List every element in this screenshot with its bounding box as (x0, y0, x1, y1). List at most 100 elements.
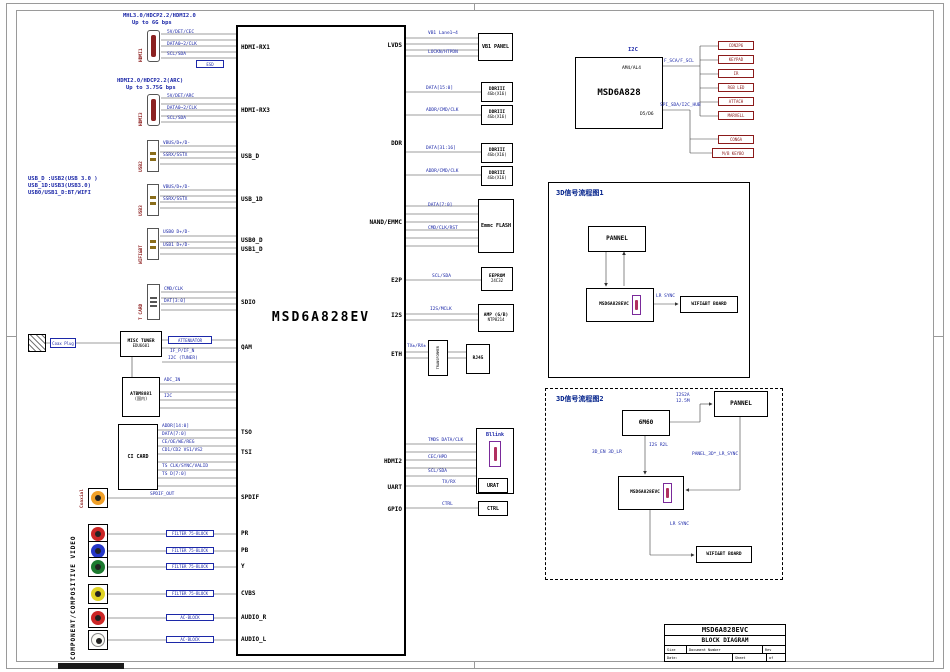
usb3-wire2: SSRX/SSTX (163, 197, 188, 202)
flow1-title: 3D信号流程图1 (556, 189, 604, 197)
usb-pin-icon (150, 245, 156, 249)
hdmi-plug-icon (634, 299, 638, 311)
port-audio-l: AUDIO_L (241, 636, 267, 643)
flow1-pannel-block: PANNEL (588, 226, 646, 252)
attenuator-box: ATTENUATOR (168, 336, 212, 344)
port-i2s: I2S (391, 312, 402, 319)
demod-sub: (国内) (134, 396, 148, 402)
bllink-name: Bllink (485, 432, 505, 438)
ci-wire5: TS CLK/SYNC/VALID (162, 464, 209, 469)
flow2-msd-block: MSD6A828EVC (618, 476, 684, 510)
ddr-wire1: DATA[15:0] (426, 86, 454, 91)
hdmi-out-icon (662, 483, 672, 503)
io-conn-block-2: KEYPAD (718, 55, 754, 64)
tuner-name: MISC TUNER (127, 338, 155, 344)
port-hdmi2: HDMI2 (383, 458, 402, 465)
tuner-wire1: IF_P/IF_N (170, 349, 195, 354)
ctrl-block: CTRL (478, 501, 508, 516)
io-pin1: AM4/AL4 (622, 66, 641, 71)
tuner-block: MISC TUNER EDU6601 (120, 331, 162, 357)
hdmi-plug-icon (493, 446, 497, 462)
demod-name: ATBM8881 (130, 391, 152, 397)
port-audio-r: AUDIO_R (241, 614, 267, 621)
usb-note1: USB_D :USB2(USB 3.0 ) (28, 176, 98, 182)
pb-filter-box: FILTER 75-BLOCK (166, 547, 214, 554)
e2p-wire: SCL/SDA (432, 274, 451, 279)
ddr-wire2: ADDR/CMD/CLK (426, 108, 459, 113)
hdmi-plug-icon (151, 35, 156, 57)
ddr-sub: 4Gb(X16) (487, 152, 507, 158)
flow1-wifi-name: WIFI&BT BOARD (691, 301, 727, 307)
io-conn-block-4: RGB LED (718, 83, 754, 92)
ddr-wire4: ADDR/CMD/CLK (426, 169, 459, 174)
io-wire1: F_SCA/F_SCL (664, 59, 694, 64)
flow1-msd-block: MSD6A828EVC (586, 288, 654, 322)
title-block-rev-label: Rev (765, 647, 772, 652)
hdmi1-esd-box: ESD (196, 60, 224, 68)
hdmi1-wire2: DATA0~2/CLK (167, 42, 197, 47)
audio-l-filter-box: AC-BLOCK (166, 636, 214, 643)
main-chip-outline (236, 25, 406, 656)
usb3-connector-label: USB3 (139, 205, 144, 216)
cvbs-filter-box: FILTER 75-BLOCK (166, 590, 214, 597)
lvds-wire2: LOCKN/HTPDN (428, 50, 458, 55)
rca-jack-y (88, 557, 108, 577)
io-mcu-name: MSD6A828 (597, 87, 641, 98)
i2c-label: I2C (628, 47, 638, 53)
sheet-border-inner (16, 10, 934, 662)
spdif-wire: SPDIF_OUT (150, 492, 175, 497)
jack-ring-icon (91, 544, 105, 558)
title-block-row3: Size Document Number Rev (665, 646, 785, 654)
io-wire2: SPI_SDA/I2C_HUB (660, 103, 701, 108)
hdmi2-wire1: TMDS DATA/CLK (428, 438, 464, 443)
uart-block: URAT (478, 478, 508, 493)
flow2-wifi-name: WIFI&BT BOARD (706, 551, 742, 557)
usb2-wire2: SSRX/SSTX (163, 153, 188, 158)
io-keyboard-block: M/B KEYBO (712, 148, 754, 158)
ci-wire1: ADDR[14:0] (162, 424, 190, 429)
port-hdmi-rx1: HDMI-RX1 (241, 44, 270, 51)
ddr-wire3: DATA[31:16] (426, 146, 456, 151)
amp-name: AMP (G/B) (483, 312, 509, 318)
ddr-name: DDRIII (488, 147, 506, 153)
eth-transformer-block: TRANSFORMER (428, 340, 448, 376)
eeprom-name: EEPROM (488, 273, 506, 279)
usb3-connector-icon (147, 184, 159, 216)
flow2-box (545, 388, 783, 580)
tcard-wire2: DAT[3:0] (164, 299, 186, 304)
flow2-6m60-block: 6M60 (622, 410, 670, 436)
rca-jack-audio-l (88, 630, 108, 650)
port-ddr: DDR (391, 140, 402, 147)
hdmi3-wire3: SCL/SDA (167, 116, 186, 121)
tcard-wire1: CMD/CLK (164, 287, 183, 292)
hdmi1-wire1: 5V/DET/CEC (167, 30, 195, 35)
port-pr: PR (241, 530, 249, 537)
usb-note3: USB0/USB1_D:BT/WIFI (28, 190, 91, 196)
rj45-block: RJ45 (466, 344, 490, 374)
ci-card-block: CI CARD (118, 424, 158, 490)
sd-pin-icon (150, 301, 157, 303)
ci-wire6: TS D[7:0] (162, 472, 187, 477)
port-tsi: TSI (241, 449, 252, 456)
port-tso: TSO (241, 429, 252, 436)
ctrl-name: CTRL (486, 505, 500, 512)
hdmi1-connector-icon (147, 30, 160, 62)
usb2-connector-icon (147, 140, 159, 172)
port-pb: PB (241, 547, 249, 554)
io-mcu-block: MSD6A828 (575, 57, 663, 129)
vb1-panel-block: VB1 PANEL (478, 33, 513, 61)
io-pin2: D5/D6 (640, 112, 654, 117)
title-block: MSD6A828EVC BLOCK DIAGRAM Size Document … (664, 624, 786, 662)
flow1-box (548, 182, 750, 378)
title-block-sheet-label: Sheet (733, 654, 767, 661)
flow2-label-t1: I2S2A (676, 393, 690, 398)
emmc-block: Emmc FLASH (478, 199, 514, 253)
ci-wire4: CD1/CD2 VS1/VS2 (162, 448, 203, 453)
ddr-sub: 4Gb(X16) (487, 114, 507, 120)
pr-filter-box: FILTER 75-BLOCK (166, 530, 214, 537)
usb-pin-icon (150, 201, 156, 205)
uart-wire: TX/RX (442, 480, 456, 485)
zone-tick (474, 662, 475, 669)
